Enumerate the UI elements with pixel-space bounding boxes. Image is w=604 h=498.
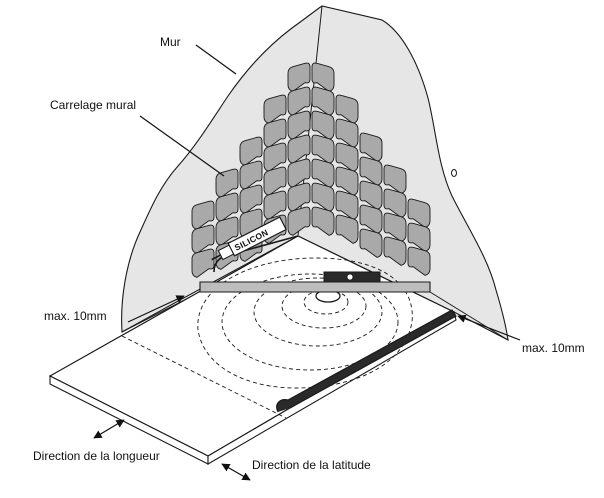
- wall-tile: [239, 184, 263, 214]
- label-wall: Mur: [160, 35, 181, 49]
- wall-tile: [383, 236, 407, 266]
- wall-tile: [287, 62, 311, 92]
- spirit-level: [199, 271, 431, 293]
- wall-leader-line: [195, 44, 237, 75]
- wall-tiles-left: [191, 62, 311, 278]
- wall-tile: [215, 192, 239, 222]
- wall-tile: [263, 190, 287, 220]
- tiles-leader-line: [139, 115, 225, 177]
- label-max-left: max. 10mm: [44, 309, 107, 323]
- label-wall-tiles: Carrelage mural: [50, 98, 136, 112]
- width-direction-arrow: [221, 463, 251, 481]
- wall-tile: [191, 224, 215, 254]
- wall-tile: [407, 246, 431, 276]
- tray-dashed-partition: [121, 335, 287, 419]
- wall-tile: [287, 182, 311, 212]
- label-length-direction: Direction de la longueur: [33, 449, 160, 463]
- wall-tile: [287, 206, 311, 236]
- gap-arrow-left: [127, 295, 185, 323]
- wall-tile: [263, 142, 287, 172]
- wall-tile: [311, 206, 335, 236]
- wall-tiles-right: [311, 62, 431, 276]
- wall-tile: [359, 228, 383, 258]
- wall-tile: [215, 216, 239, 246]
- wall-tile: [191, 248, 215, 278]
- length-direction-arrow: [93, 419, 125, 439]
- wall-tile: [263, 166, 287, 196]
- wall-tile: [215, 168, 239, 198]
- wall-tile: [287, 110, 311, 140]
- wall-mark: [451, 169, 457, 177]
- label-max-right: max. 10mm: [522, 341, 585, 355]
- floor-line-right: [429, 291, 509, 341]
- wall-tile: [191, 200, 215, 230]
- wall-tile: [287, 86, 311, 116]
- wall-tile: [263, 94, 287, 124]
- wall-tile: [263, 118, 287, 148]
- gap-arrow-right: [457, 314, 521, 341]
- wall-tile: [287, 134, 311, 164]
- wall-tile: [335, 214, 359, 244]
- wall-tile: [239, 160, 263, 190]
- silicone-bead-tray-edge: [276, 309, 457, 413]
- wall-tile: [239, 136, 263, 166]
- wall-tile: [287, 158, 311, 188]
- label-width-direction: Direction de la latitude: [252, 458, 371, 472]
